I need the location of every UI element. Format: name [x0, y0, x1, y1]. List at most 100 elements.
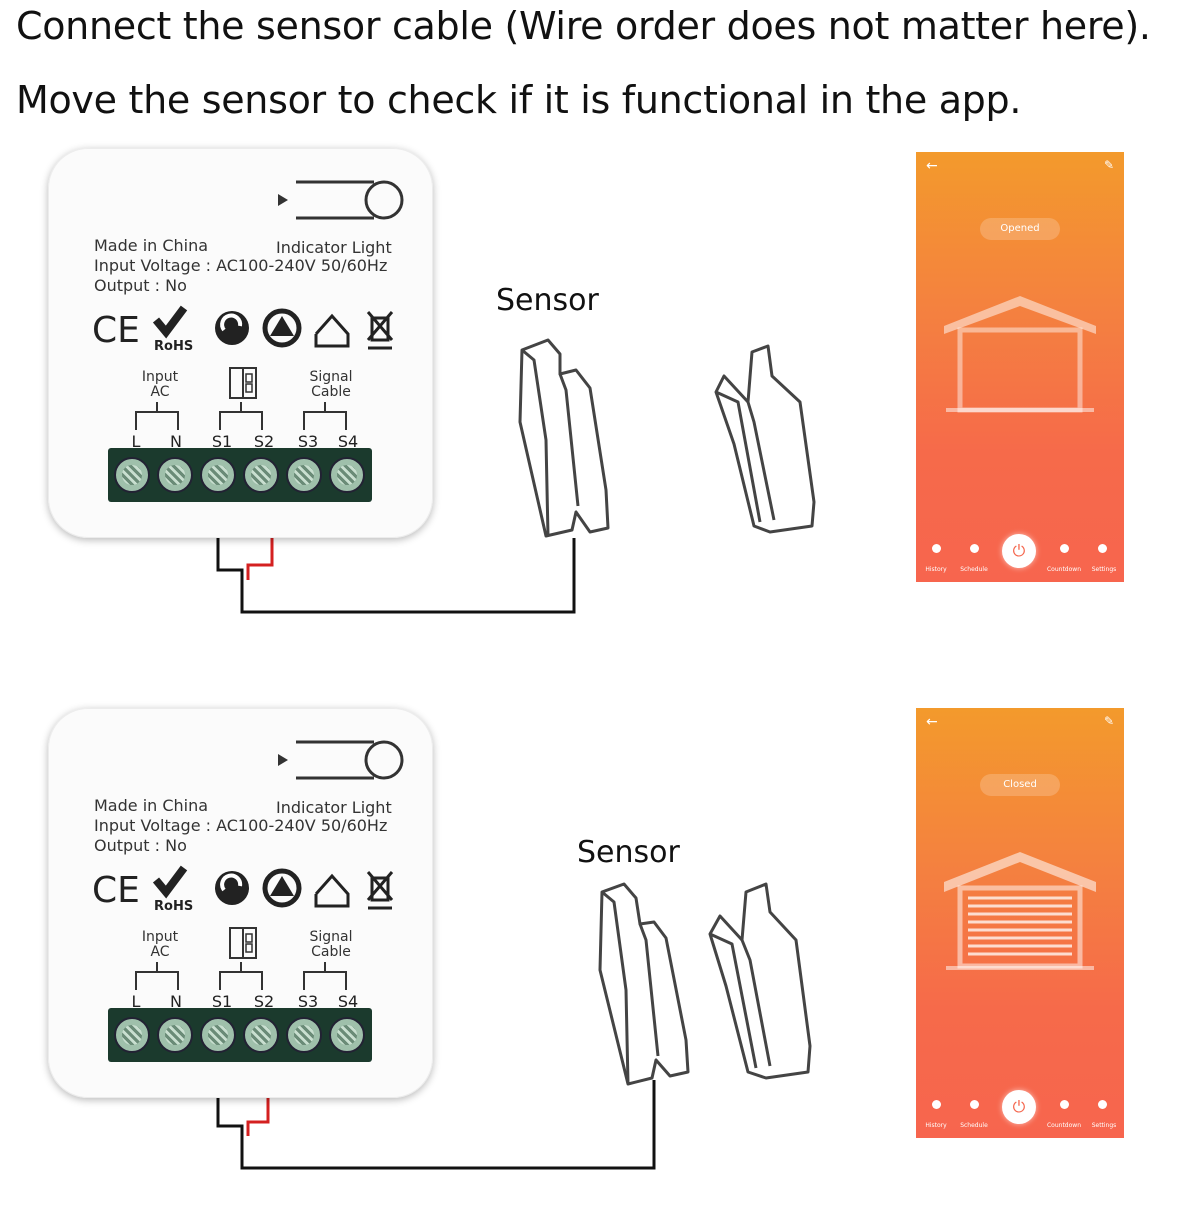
- terminal-screw: [114, 457, 150, 493]
- settings-icon[interactable]: [1098, 1100, 1107, 1109]
- settings-icon[interactable]: [1098, 544, 1107, 553]
- tab-history[interactable]: History: [925, 566, 947, 573]
- panel-closed: Made in China Input Voltage : AC100-240V…: [0, 700, 1200, 1220]
- ce-mark: CE: [92, 870, 140, 911]
- terminal-brackets: [135, 962, 347, 990]
- terminal-block: [108, 448, 372, 502]
- terminal-label-n: N: [170, 432, 182, 451]
- certification-marks: CE RoHS: [92, 865, 394, 912]
- garage-open-icon: [944, 296, 1096, 413]
- indicator-light-symbol: [278, 180, 404, 220]
- indicator-light-text: Indicator Light: [276, 238, 392, 257]
- output-text: Output : No: [94, 836, 187, 855]
- tab-countdown[interactable]: Countdown: [1046, 1122, 1081, 1129]
- terminal-label-s1: S1: [211, 432, 233, 451]
- output-text: Output : No: [94, 276, 187, 295]
- terminal-label-s4: S4: [337, 432, 359, 451]
- tab-settings[interactable]: Settings: [1091, 566, 1117, 573]
- app-screen-opened: ← ✎ Opened ⏻ History Schedule Countdown …: [916, 152, 1124, 582]
- input-voltage-text: Input Voltage : AC100-240V 50/60Hz: [94, 816, 388, 835]
- weee-bin-icon: [366, 871, 394, 910]
- terminal-screw: [157, 1017, 193, 1053]
- back-arrow-icon[interactable]: ←: [926, 158, 938, 174]
- sensor-magnet-piece: [518, 338, 610, 538]
- history-icon[interactable]: [932, 544, 941, 553]
- terminal-brackets: [135, 402, 347, 430]
- sensor-reed-piece: [708, 882, 812, 1080]
- terminal-screw: [200, 457, 236, 493]
- terminal-label-l: L: [131, 432, 141, 451]
- rohs-mark: RoHS: [154, 339, 193, 352]
- terminal-label-s3: S3: [297, 432, 319, 451]
- sensor-label: Sensor: [577, 835, 680, 870]
- indicator-light-text: Indicator Light: [276, 798, 392, 817]
- terminal-label-s1: S1: [211, 992, 233, 1011]
- tab-countdown[interactable]: Countdown: [1046, 566, 1081, 573]
- terminal-screw: [286, 457, 322, 493]
- sensor-wire: [216, 882, 812, 1170]
- countdown-icon[interactable]: [1060, 544, 1069, 553]
- terminal-screw: [329, 457, 365, 493]
- tab-history[interactable]: History: [925, 1122, 947, 1129]
- home-icon: [314, 873, 350, 908]
- garage-closed-icon: [944, 852, 1096, 970]
- made-in-text: Made in China: [94, 796, 209, 815]
- instruction-line-2: Move the sensor to check if it is functi…: [16, 78, 1022, 122]
- terminal-label-s2: S2: [253, 992, 275, 1011]
- terminal-screw: [157, 457, 193, 493]
- terminal-label-n: N: [170, 992, 182, 1011]
- weee-bin-icon: [366, 311, 394, 350]
- edit-pencil-icon[interactable]: ✎: [1103, 714, 1114, 728]
- terminal-label-s4: S4: [337, 992, 359, 1011]
- door-status-badge: Opened: [980, 218, 1060, 240]
- terminal-label-l: L: [131, 992, 141, 1011]
- schedule-icon[interactable]: [970, 1100, 979, 1109]
- terminal-screw: [243, 1017, 279, 1053]
- terminal-screw: [200, 1017, 236, 1053]
- sensor-wire: [216, 338, 816, 614]
- sensor-label: Sensor: [496, 283, 599, 318]
- door-status-badge: Closed: [980, 774, 1060, 796]
- terminal-screw: [329, 1017, 365, 1053]
- tab-schedule[interactable]: Schedule: [960, 566, 988, 573]
- ce-mark: CE: [92, 310, 140, 351]
- back-arrow-icon[interactable]: ←: [926, 714, 938, 730]
- switch-symbol-icon: [229, 927, 257, 959]
- terminal-block: [108, 1008, 372, 1062]
- sensor-magnet-piece: [598, 882, 690, 1086]
- recycle-triangle-icon: [262, 868, 302, 908]
- rohs-check-icon: [152, 865, 188, 899]
- smart-switch-module: Made in China Input Voltage : AC100-240V…: [48, 148, 433, 538]
- home-icon: [314, 313, 350, 348]
- rohs-mark: RoHS: [154, 899, 193, 912]
- sensor-reed-piece: [714, 344, 816, 534]
- certification-marks: CE RoHS: [92, 305, 394, 352]
- edit-pencil-icon[interactable]: ✎: [1103, 158, 1114, 172]
- history-icon[interactable]: [932, 1100, 941, 1109]
- recycle-triangle-icon: [262, 308, 302, 348]
- terminal-screw: [114, 1017, 150, 1053]
- schedule-icon[interactable]: [970, 544, 979, 553]
- terminal-label-s3: S3: [297, 992, 319, 1011]
- indicator-light-symbol: [278, 740, 404, 780]
- countdown-icon[interactable]: [1060, 1100, 1069, 1109]
- instruction-line-1: Connect the sensor cable (Wire order doe…: [16, 4, 1151, 48]
- rohs-check-icon: [152, 305, 188, 339]
- power-button[interactable]: ⏻: [1002, 1090, 1036, 1124]
- panel-opened: Made in China Input Voltage : AC100-240V…: [0, 140, 1200, 660]
- tab-settings[interactable]: Settings: [1091, 1122, 1117, 1129]
- input-voltage-text: Input Voltage : AC100-240V 50/60Hz: [94, 256, 388, 275]
- terminal-screw: [243, 457, 279, 493]
- terminal-screw: [286, 1017, 322, 1053]
- made-in-text: Made in China: [94, 236, 209, 255]
- smart-switch-module: Made in China Input Voltage : AC100-240V…: [48, 708, 433, 1098]
- terminal-label-s2: S2: [253, 432, 275, 451]
- switch-symbol-icon: [229, 367, 257, 399]
- power-button[interactable]: ⏻: [1002, 534, 1036, 568]
- tab-schedule[interactable]: Schedule: [960, 1122, 988, 1129]
- app-screen-closed: ← ✎ Closed ⏻ History Schedule Countdown …: [916, 708, 1124, 1138]
